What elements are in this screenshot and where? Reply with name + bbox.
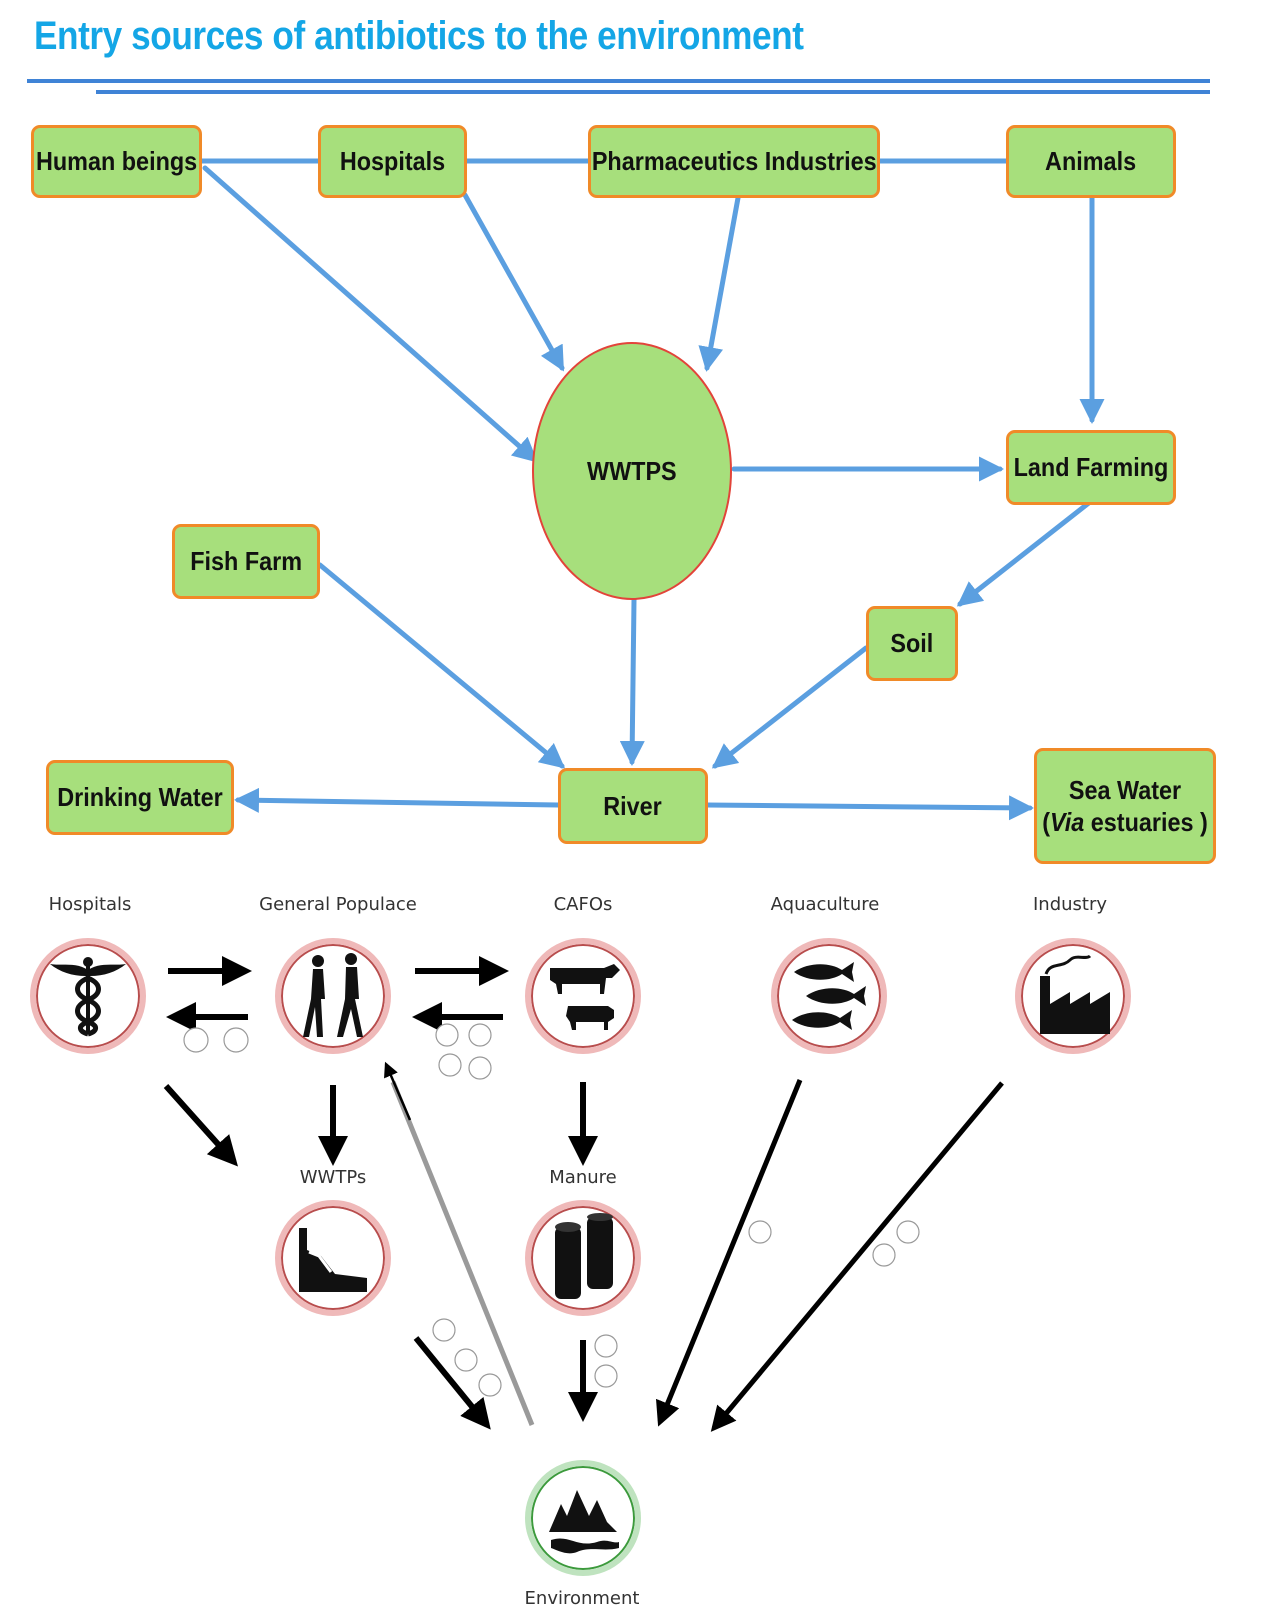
- node-wwtps: WWTPS: [532, 342, 732, 600]
- cafos-node: [525, 938, 641, 1054]
- label-hospitals: Hospitals: [48, 894, 132, 915]
- title-rule-bottom: [96, 90, 1210, 94]
- arrow-soil-to-river: [711, 645, 869, 769]
- manure-silo-icon: [555, 1213, 613, 1299]
- sea-water-via: Via: [1049, 807, 1085, 837]
- node-wwtps-label: WWTPS: [587, 455, 677, 486]
- label-general-populace: General Populace: [259, 894, 417, 915]
- arrow-landfarming-to-soil: [956, 499, 1093, 607]
- pathogen-glyphs: [183, 1023, 920, 1397]
- node-pharma-label: Pharmaceutics Industries: [591, 146, 877, 177]
- factory-icon: [1040, 954, 1110, 1034]
- node-land-farming: Land Farming: [1006, 430, 1176, 505]
- arrow-river-to-drinkingwater: [234, 787, 561, 813]
- node-land-farming-label: Land Farming: [1013, 452, 1169, 483]
- node-fish-farm-label: Fish Farm: [190, 546, 302, 577]
- treatment-plant-icon: [299, 1228, 367, 1292]
- node-soil: Soil: [866, 606, 958, 681]
- arrow-wwtps-to-river: [619, 597, 645, 766]
- label-wwtps: WWTPs: [299, 1167, 367, 1188]
- node-animals: Animals: [1006, 125, 1176, 198]
- node-drinking-water-label: Drinking Water: [57, 782, 223, 813]
- forest-river-icon: [549, 1490, 619, 1554]
- manure-node: [525, 1200, 641, 1316]
- node-hospitals: Hospitals: [318, 125, 467, 198]
- title-rule-top: [27, 79, 1210, 83]
- arrow-pharma-to-wwtps: [698, 195, 741, 372]
- arrow-environment-to-populace: [390, 1081, 535, 1426]
- arrow-hospitals-to-wwtps: [462, 192, 565, 372]
- node-sea-water: Sea Water(Via estuaries ): [1034, 748, 1216, 864]
- fish-icon: [792, 962, 866, 1030]
- sea-water-line1: Sea Water: [1068, 774, 1182, 805]
- node-drinking-water: Drinking Water: [46, 760, 234, 835]
- arrow-aquaculture-to-environment: [656, 1079, 803, 1427]
- label-aquaculture: Aquaculture: [770, 894, 880, 915]
- label-manure: Manure: [549, 1167, 617, 1188]
- industry-node: [1015, 938, 1131, 1054]
- node-sea-water-text: Sea Water(Via estuaries ): [1042, 774, 1208, 838]
- node-fish-farm: Fish Farm: [172, 524, 320, 599]
- node-soil-label: Soil: [890, 628, 934, 659]
- top-diagram-connectors: [197, 158, 1105, 821]
- label-industry: Industry: [1032, 894, 1108, 915]
- livestock-icon: [550, 964, 620, 1030]
- arrow-wwtps-to-environment: [413, 1336, 491, 1430]
- arrow-fishfarm-to-river: [317, 562, 566, 769]
- label-environment: Environment: [524, 1588, 640, 1609]
- arrow-industry-to-environment: [710, 1081, 1004, 1432]
- arrow-hospitals-to-wwtps: [163, 1083, 239, 1167]
- wwtps-bottom-node: [275, 1200, 391, 1316]
- node-human-beings: Human beings: [31, 125, 202, 198]
- aquaculture-node: [771, 938, 887, 1054]
- hospitals-node: [30, 938, 146, 1054]
- page-title: Entry sources of antibiotics to the envi…: [34, 14, 804, 58]
- arrow-human-to-wwtps: [202, 165, 538, 463]
- node-pharmaceutics-industries: Pharmaceutics Industries: [588, 125, 880, 198]
- arrow-river-to-seawater: [703, 795, 1034, 821]
- node-river-label: River: [603, 790, 663, 821]
- general-populace-node: [275, 938, 391, 1054]
- node-hospitals-label: Hospitals: [339, 146, 446, 177]
- label-cafos: CAFOs: [553, 894, 613, 915]
- node-animals-label: Animals: [1045, 146, 1137, 177]
- environment-node: [525, 1460, 641, 1576]
- node-river: River: [558, 768, 708, 844]
- sea-water-rest: estuaries ): [1084, 807, 1208, 837]
- walking-people-icon: [303, 953, 363, 1037]
- caduceus-icon: [50, 957, 126, 1037]
- node-human-beings-label: Human beings: [35, 146, 198, 177]
